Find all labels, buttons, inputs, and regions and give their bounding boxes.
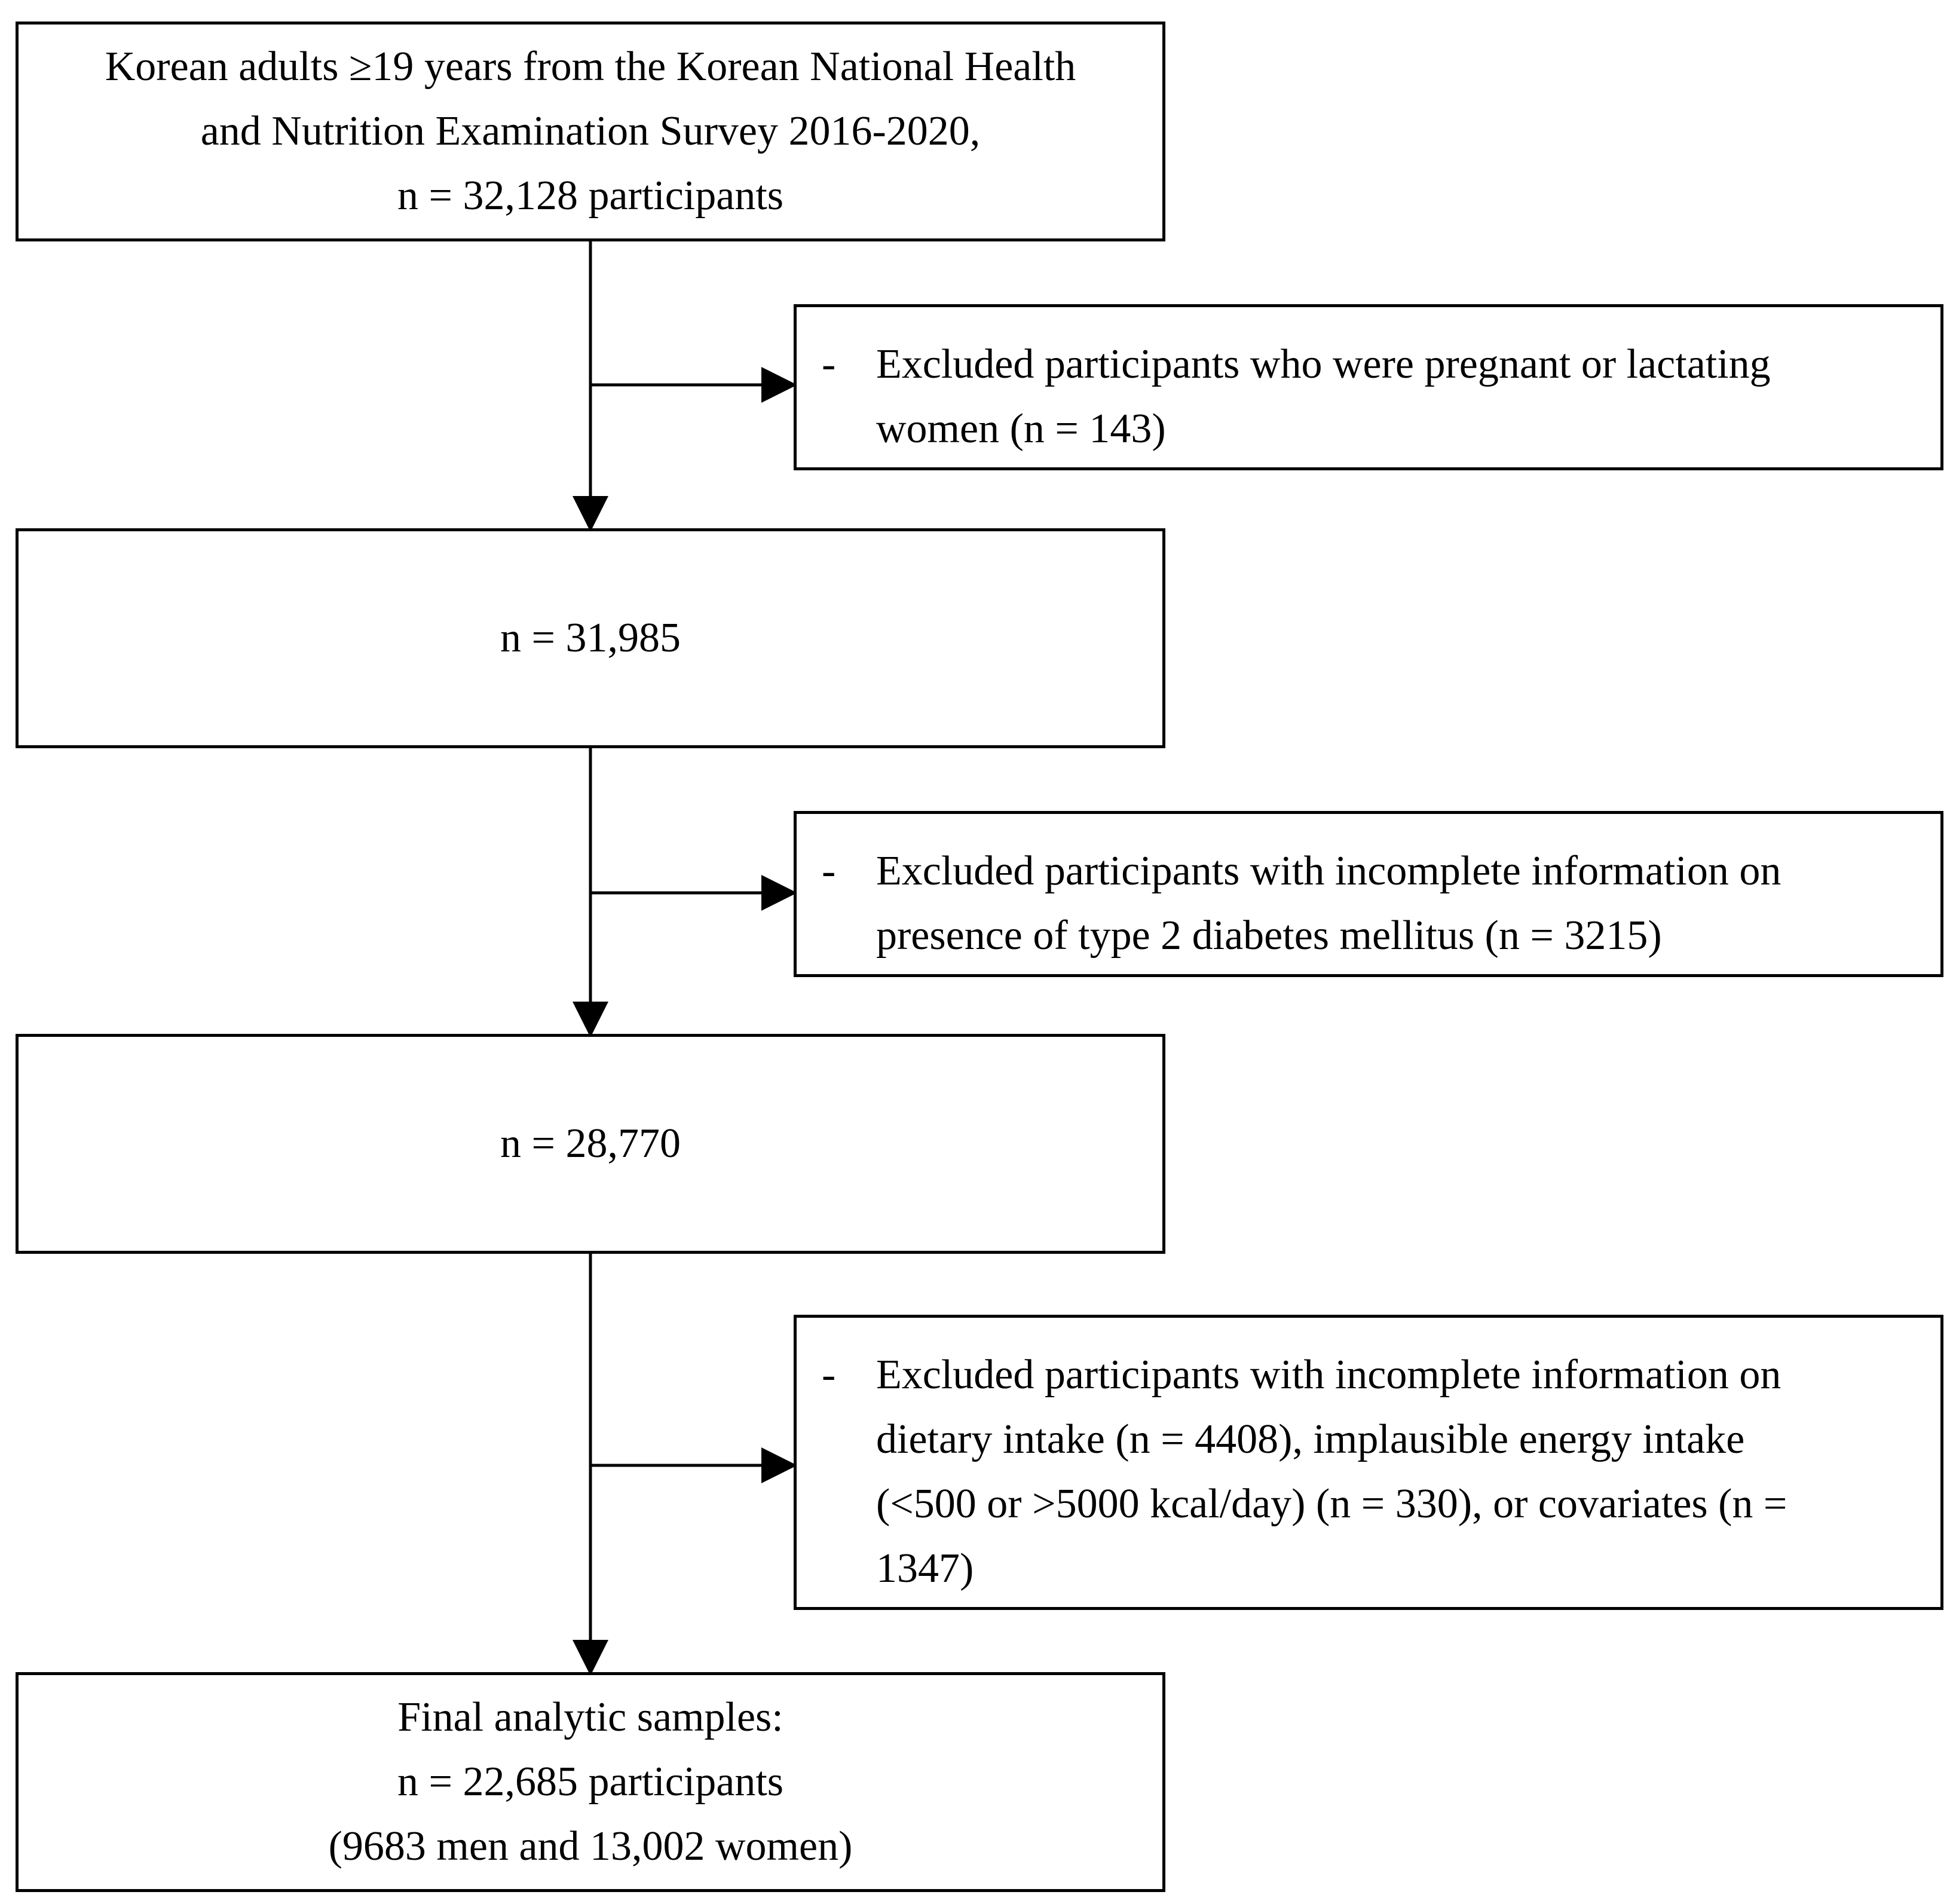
exclusion-text: Excluded participants who were pregnant …: [876, 332, 1917, 461]
final-box-line: (9683 men and 13,002 women): [328, 1823, 853, 1869]
exclusion-box-dietary-covariates: - Excluded participants with incomplete …: [794, 1315, 1943, 1610]
exclusion-bullet: -: [822, 1352, 836, 1398]
exclusion-box-diabetes-info: - Excluded participants with incomplete …: [794, 811, 1943, 977]
exclusion-bullet: -: [822, 848, 836, 894]
start-box-line: n = 32,128 participants: [397, 173, 784, 219]
exclusion-line: (<500 or >5000 kcal/day) (n = 330), or c…: [876, 1481, 1787, 1527]
step2-count: n = 31,985: [500, 615, 681, 661]
exclusion-text: Excluded participants with incomplete in…: [876, 839, 1917, 968]
exclusion-box-pregnant-lactating: - Excluded participants who were pregnan…: [794, 304, 1943, 470]
exclusion-line: Excluded participants with incomplete in…: [876, 848, 1781, 894]
step3-population-box: n = 28,770: [16, 1034, 1165, 1254]
start-box-line: and Nutrition Examination Survey 2016-20…: [200, 108, 981, 154]
final-box-line: n = 22,685 participants: [397, 1759, 784, 1805]
exclusion-line: presence of type 2 diabetes mellitus (n …: [876, 913, 1662, 959]
exclusion-line: 1347): [876, 1545, 974, 1591]
exclusion-line: dietary intake (n = 4408), implausible e…: [876, 1416, 1745, 1462]
step3-count: n = 28,770: [500, 1121, 681, 1167]
exclusion-bullet: -: [822, 341, 836, 387]
start-population-box: Korean adults ≥19 years from the Korean …: [16, 22, 1165, 241]
exclusion-line: women (n = 143): [876, 406, 1166, 452]
exclusion-line: Excluded participants with incomplete in…: [876, 1352, 1781, 1398]
exclusion-line: Excluded participants who were pregnant …: [876, 341, 1771, 387]
final-box-line: Final analytic samples:: [397, 1694, 783, 1740]
start-box-line: Korean adults ≥19 years from the Korean …: [105, 44, 1076, 90]
exclusion-text: Excluded participants with incomplete in…: [876, 1343, 1917, 1601]
step2-population-box: n = 31,985: [16, 528, 1165, 748]
final-sample-box: Final analytic samples: n = 22,685 parti…: [16, 1672, 1165, 1892]
